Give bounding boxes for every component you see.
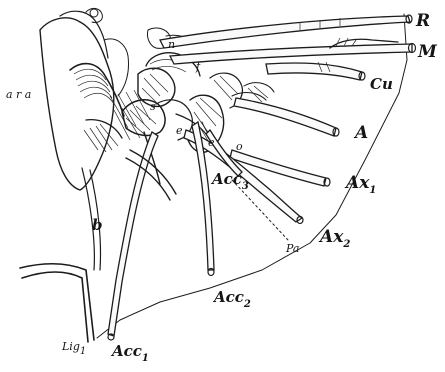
label-M: M <box>417 42 438 62</box>
label-n: n <box>168 38 175 51</box>
labels: R M Cu A Ax1 Ax2 Acc3 Acc2 Acc1 Pa Lig1 … <box>6 11 438 364</box>
label-Cu: Cu <box>370 75 393 93</box>
label-A: A <box>353 123 368 143</box>
vein-radius <box>160 16 410 48</box>
vein-cubitus <box>266 63 362 80</box>
veins <box>108 15 416 340</box>
label-s: s <box>150 100 156 113</box>
left-lobe <box>40 8 129 190</box>
vein-media <box>170 44 412 64</box>
label-o: o <box>236 140 243 153</box>
label-Pa: Pa <box>285 242 299 255</box>
ligament <box>20 168 101 342</box>
vein-anal <box>234 98 336 136</box>
label-kro: a r a <box>6 88 31 101</box>
label-Ax2: Ax2 <box>318 227 350 250</box>
label-Ax1: Ax1 <box>344 173 376 196</box>
label-Lig: Lig1 <box>61 340 86 357</box>
label-R: R <box>415 11 430 31</box>
label-b: b <box>92 216 103 234</box>
label-Acc2: Acc2 <box>212 288 251 310</box>
label-e2: e <box>208 136 215 149</box>
label-Acc1: Acc1 <box>110 342 149 364</box>
label-e1: e <box>176 124 183 137</box>
